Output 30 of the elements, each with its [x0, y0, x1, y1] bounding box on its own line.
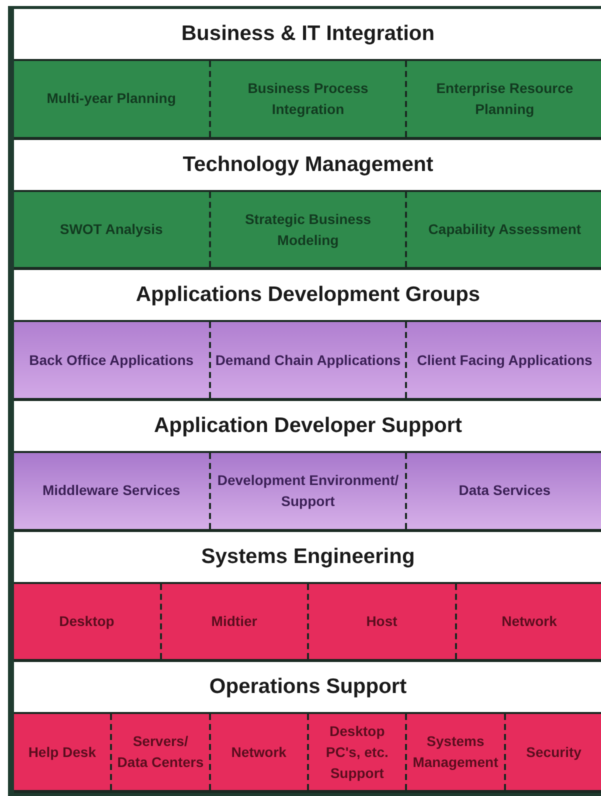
- layer-panel: [14, 532, 601, 662]
- layer-heading: Applications Development Groups: [136, 283, 480, 308]
- category-cell: Desktop: [14, 584, 160, 660]
- category-cell: Network: [454, 584, 601, 660]
- category-cell: Servers/ Data Centers: [110, 714, 209, 790]
- category-cell: Strategic Business Modeling: [208, 192, 406, 268]
- category-cell: Network: [208, 714, 307, 790]
- category-cell: Systems Management: [405, 714, 504, 790]
- category-cell: Middleware Services: [14, 453, 209, 529]
- layer-heading: Technology Management: [182, 152, 434, 177]
- category-cell: Security: [504, 714, 601, 790]
- layer-panel: [14, 140, 601, 270]
- layer-heading: Business & IT Integration: [181, 22, 435, 46]
- category-cell: Client Facing Applications: [405, 322, 601, 398]
- category-cell: Capability Assessment: [405, 192, 601, 268]
- category-cell: Multi-year Planning: [14, 61, 209, 137]
- category-cell: Midtier: [160, 584, 307, 660]
- category-cell: Business Process Integration: [208, 61, 406, 137]
- category-cell: Host: [307, 584, 454, 660]
- layer-heading: Application Developer Support: [154, 414, 462, 438]
- layer-heading: Systems Engineering: [201, 544, 415, 569]
- category-cell: Back Office Applications: [14, 322, 209, 398]
- category-cell: Data Services: [405, 453, 601, 529]
- category-cell: Enterprise Resource Planning: [405, 61, 601, 137]
- category-cell: Desktop PC's, etc. Support: [306, 714, 406, 790]
- category-cell: Demand Chain Applications: [208, 322, 406, 398]
- category-cell: SWOT Analysis: [14, 192, 209, 268]
- category-cell: Development Environment/ Support: [208, 453, 406, 529]
- category-cell: Help Desk: [14, 714, 110, 790]
- layer-heading: Operations Support: [209, 675, 407, 700]
